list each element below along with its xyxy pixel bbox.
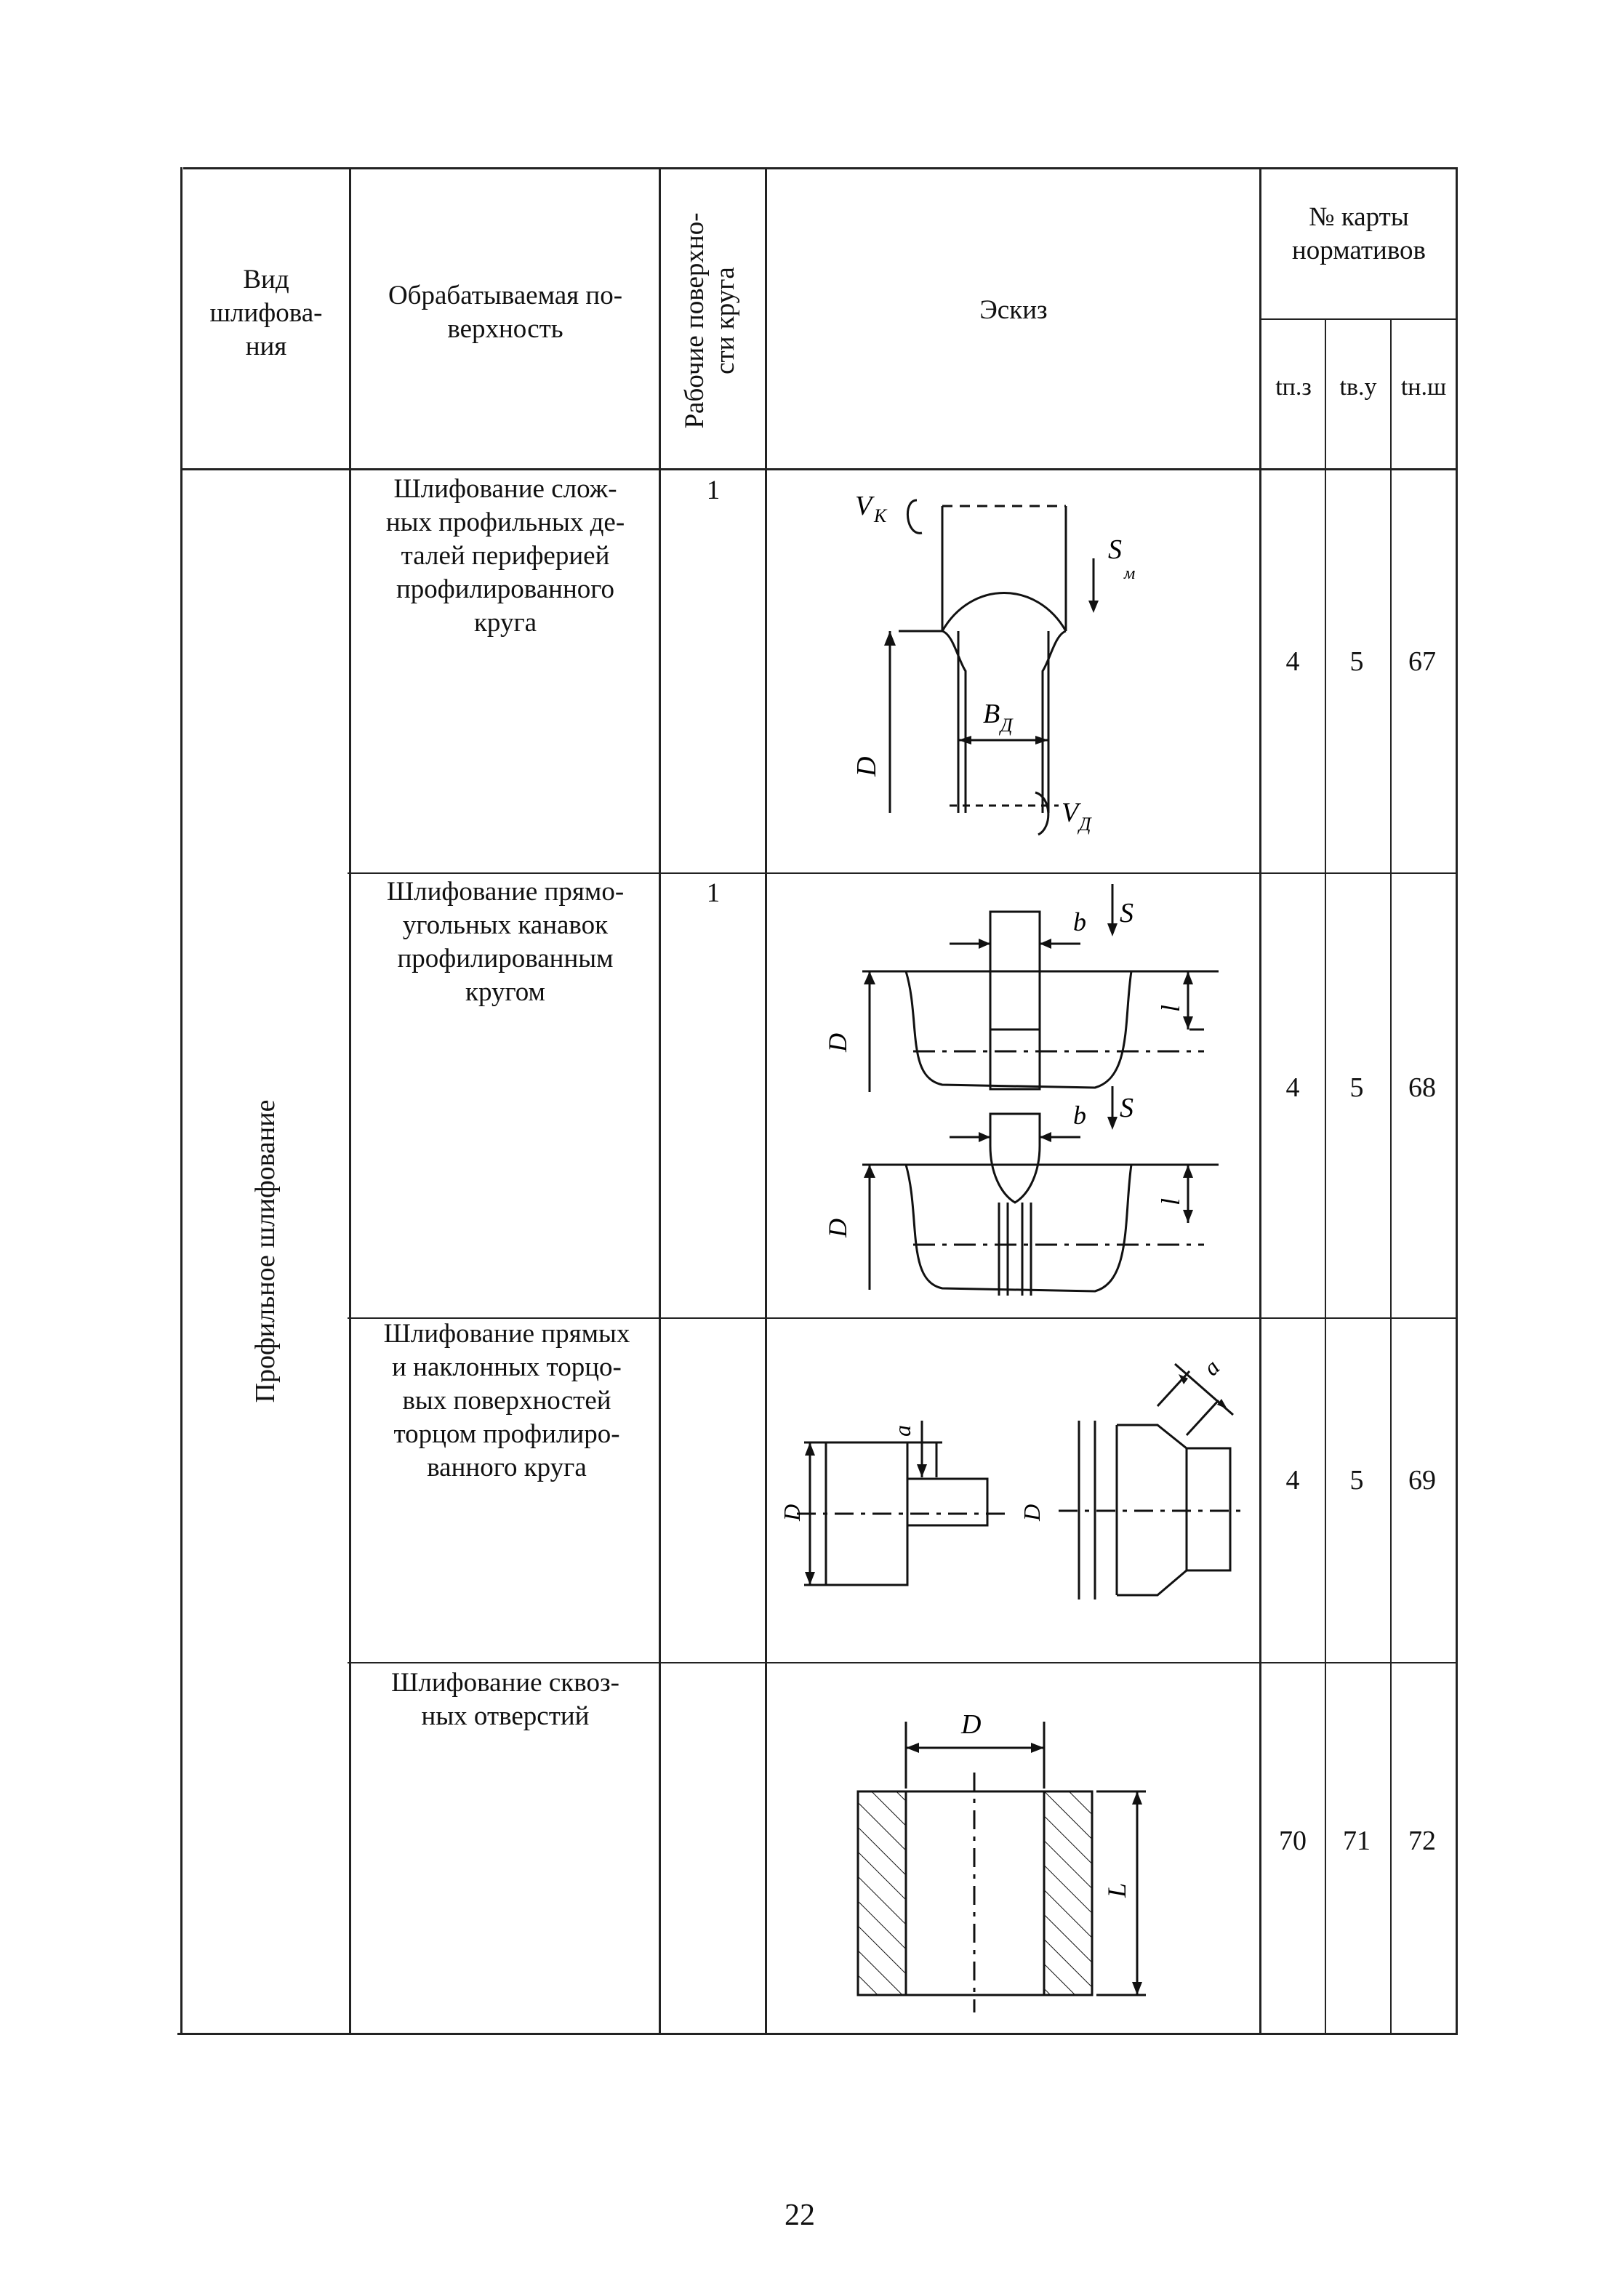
header-type: Вид шлифова- ния bbox=[209, 265, 323, 361]
sketch2-l-label-2: l bbox=[1156, 1198, 1185, 1205]
header-tvu: tв.у bbox=[1339, 374, 1377, 401]
row2-tnsh: 68 bbox=[1408, 1072, 1436, 1103]
group-label: Профильное шлифование bbox=[250, 1099, 281, 1403]
row3-tpz: 4 bbox=[1285, 1465, 1300, 1496]
table-border-right bbox=[1456, 167, 1458, 2035]
table-border-bottom bbox=[177, 2033, 1457, 2035]
sketch-1: V К S м B Д D V Д bbox=[851, 491, 1135, 836]
col-divider-6 bbox=[1390, 318, 1392, 2035]
header-card-group: № карты нормативов bbox=[1291, 202, 1427, 265]
header-work-surfaces: Рабочие поверхно- сти круга bbox=[680, 212, 740, 429]
sketch-4: D L bbox=[856, 1709, 1146, 2012]
sketch2-d-label: D bbox=[823, 1033, 852, 1053]
sketch2-d-label-2: D bbox=[823, 1219, 852, 1238]
sketch1-vd-label: V bbox=[1062, 798, 1081, 828]
sketch2-s-label-2: S bbox=[1120, 1093, 1133, 1123]
sketch4-l-label: L bbox=[1102, 1883, 1131, 1898]
card-group-divider bbox=[1261, 318, 1457, 320]
sketch3-a-label-2: a bbox=[1197, 1354, 1224, 1381]
col-divider-2 bbox=[659, 167, 661, 2035]
sketch1-b-sub: Д bbox=[998, 715, 1014, 736]
col-divider-5 bbox=[1325, 318, 1326, 2035]
page-number: 22 bbox=[785, 2199, 815, 2232]
row4-tpz: 70 bbox=[1279, 1826, 1307, 1856]
row3-surface: Шлифование прямых и наклонных торцо- вых… bbox=[383, 1319, 630, 1482]
sketch1-vk-label: V bbox=[855, 491, 875, 521]
row4-tvu: 71 bbox=[1343, 1826, 1371, 1856]
row1-tvu: 5 bbox=[1349, 646, 1364, 677]
sketch4-d-label: D bbox=[960, 1709, 981, 1740]
sketch2-b-label: b bbox=[1073, 907, 1086, 936]
header-sketch: Эскиз bbox=[979, 295, 1048, 325]
sketch2-l-label: l bbox=[1156, 1005, 1185, 1012]
row1-tnsh: 67 bbox=[1408, 646, 1436, 677]
table-border-left bbox=[180, 167, 182, 2035]
row2-tpz: 4 bbox=[1285, 1072, 1300, 1103]
row3-tnsh: 69 bbox=[1408, 1465, 1436, 1496]
col-divider-1 bbox=[349, 167, 351, 2035]
sketch-2: b S D l b S D l bbox=[823, 884, 1219, 1296]
sketch1-b-label: B bbox=[983, 699, 1000, 729]
row2-work-surface: 1 bbox=[706, 878, 721, 908]
row4-surface: Шлифование сквоз- ных отверстий bbox=[391, 1668, 619, 1731]
sketch1-s-label: S bbox=[1108, 534, 1122, 565]
row2-tvu: 5 bbox=[1349, 1072, 1364, 1103]
row1-surface: Шлифование слож- ных профильных де- тале… bbox=[385, 474, 625, 638]
row1-tpz: 4 bbox=[1285, 646, 1300, 677]
sketch-3: a a D D bbox=[779, 1354, 1248, 1599]
sketch3-d-label: D bbox=[779, 1504, 805, 1522]
header-bottom-border bbox=[180, 468, 1457, 470]
row2-surface: Шлифование прямо- угольных канавок профи… bbox=[386, 877, 625, 1007]
sketch1-vk-sub: К bbox=[873, 505, 888, 526]
row4-tnsh: 72 bbox=[1408, 1826, 1436, 1856]
sketch1-vd-sub: Д bbox=[1077, 814, 1092, 835]
sketch1-s-sub: м bbox=[1123, 564, 1135, 583]
header-tnsh: tн.ш bbox=[1400, 374, 1447, 401]
row1-work-surface: 1 bbox=[706, 475, 721, 505]
sketch2-s-label: S bbox=[1120, 898, 1133, 928]
table-border-top bbox=[183, 167, 1457, 169]
row3-tvu: 5 bbox=[1349, 1465, 1364, 1496]
sketch3-a-label: a bbox=[889, 1425, 915, 1437]
col-divider-3 bbox=[765, 167, 767, 2035]
sketch1-d-label: D bbox=[851, 757, 882, 777]
row3-bottom-border bbox=[348, 1662, 1457, 1663]
row1-bottom-border bbox=[348, 872, 1457, 874]
header-tpz: tп.з bbox=[1275, 374, 1312, 401]
col-divider-4 bbox=[1259, 167, 1261, 2035]
row2-bottom-border bbox=[348, 1317, 1457, 1319]
sketch2-b-label-2: b bbox=[1073, 1101, 1086, 1130]
sketch3-d-label-2: D bbox=[1019, 1504, 1045, 1522]
header-surface: Обрабатываемая по- верхность bbox=[388, 281, 623, 344]
